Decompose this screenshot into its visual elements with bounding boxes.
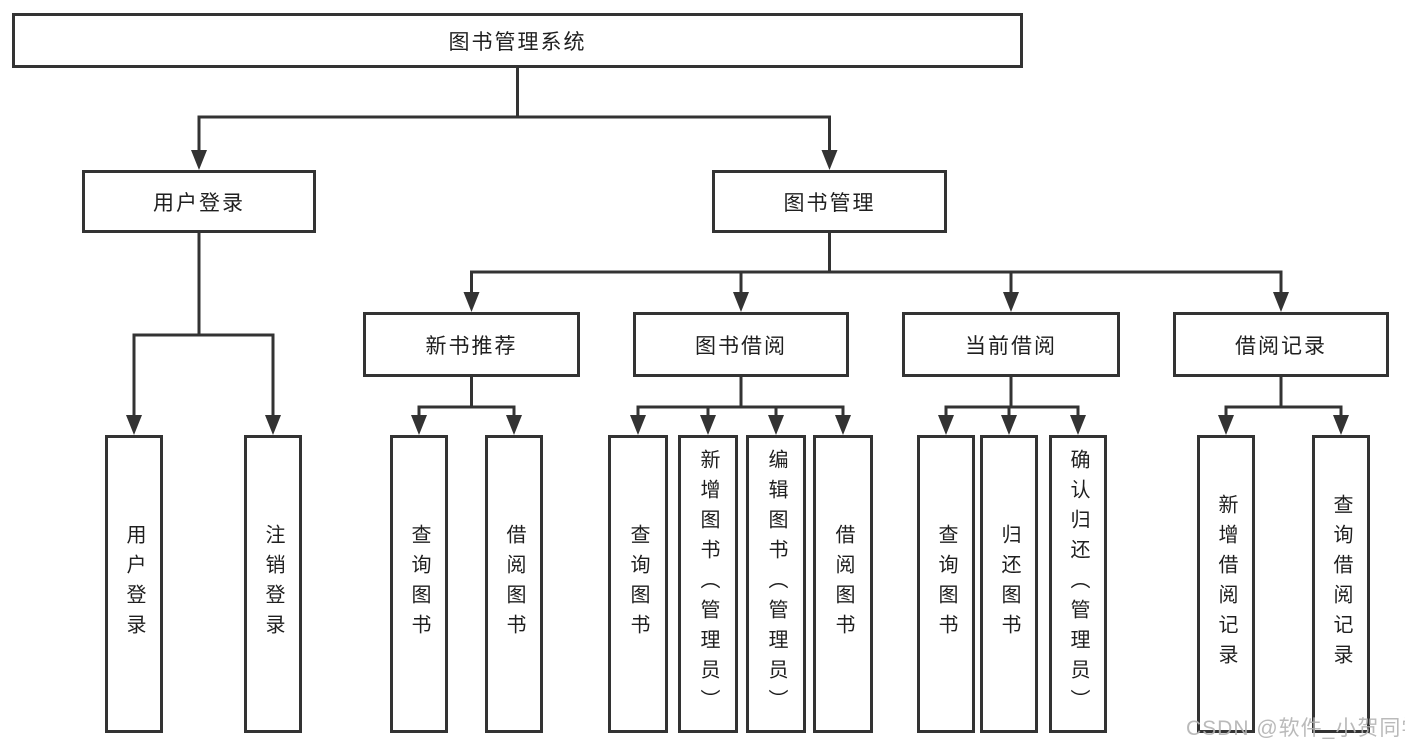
node-add-book: 新增图书（管理员） bbox=[678, 435, 738, 733]
node-current-borrow: 当前借阅 bbox=[902, 312, 1120, 377]
node-confirm-return: 确认归还（管理员） bbox=[1049, 435, 1107, 733]
node-book-borrow: 图书借阅 bbox=[633, 312, 849, 377]
node-query-book-1: 查询图书 bbox=[390, 435, 448, 733]
node-user-login: 用户登录 bbox=[82, 170, 316, 233]
node-edit-book: 编辑图书（管理员） bbox=[746, 435, 806, 733]
node-query-borrow-record: 查询借阅记录 bbox=[1312, 435, 1370, 733]
node-borrow-record: 借阅记录 bbox=[1173, 312, 1389, 377]
node-logout-v: 注销登录 bbox=[244, 435, 302, 733]
arrowhead bbox=[411, 415, 427, 435]
arrowhead bbox=[1218, 415, 1234, 435]
watermark: CSDN @软件_小贺同学 bbox=[1186, 717, 1405, 740]
arrowhead bbox=[191, 150, 207, 170]
node-label: 查询图书 bbox=[935, 524, 957, 644]
arrowhead bbox=[463, 292, 480, 312]
node-query-book-2: 查询图书 bbox=[608, 435, 668, 733]
arrowhead bbox=[733, 292, 749, 312]
arrowhead bbox=[1003, 292, 1019, 312]
node-return-book: 归还图书 bbox=[980, 435, 1038, 733]
node-label: 当前借阅 bbox=[965, 334, 1057, 358]
node-label: 新增图书（管理员） bbox=[697, 449, 719, 719]
node-label: 编辑图书（管理员） bbox=[765, 449, 787, 719]
node-label: 查询图书 bbox=[408, 524, 430, 644]
node-label: 用户登录 bbox=[123, 524, 145, 644]
node-new-book-rec: 新书推荐 bbox=[363, 312, 580, 377]
arrowhead bbox=[938, 415, 954, 435]
node-login-v: 用户登录 bbox=[105, 435, 163, 733]
node-label: 借阅图书 bbox=[503, 524, 525, 644]
node-label: 图书借阅 bbox=[695, 334, 787, 358]
node-label: 查询图书 bbox=[627, 524, 649, 644]
node-label: 归还图书 bbox=[998, 524, 1020, 644]
arrowhead bbox=[126, 415, 142, 435]
arrowhead bbox=[700, 415, 716, 435]
arrowhead bbox=[1070, 415, 1086, 435]
node-label: 确认归还（管理员） bbox=[1067, 449, 1089, 719]
node-add-borrow-record: 新增借阅记录 bbox=[1197, 435, 1255, 733]
arrowhead bbox=[1333, 415, 1349, 435]
node-label: 图书管理系统 bbox=[448, 30, 587, 54]
arrowhead bbox=[768, 415, 784, 435]
arrowhead bbox=[506, 415, 522, 435]
node-label: 借阅图书 bbox=[832, 524, 854, 644]
node-label: 图书管理 bbox=[783, 191, 876, 215]
node-book-mgmt: 图书管理 bbox=[712, 170, 947, 233]
arrowhead bbox=[835, 415, 851, 435]
node-label: 借阅记录 bbox=[1235, 334, 1327, 358]
arrowhead bbox=[630, 415, 646, 435]
arrowhead bbox=[265, 415, 281, 435]
node-label: 新书推荐 bbox=[425, 334, 518, 358]
node-label: 查询借阅记录 bbox=[1330, 494, 1352, 674]
node-borrow-book-2: 借阅图书 bbox=[813, 435, 873, 733]
arrowhead bbox=[1001, 415, 1017, 435]
node-query-book-3: 查询图书 bbox=[917, 435, 975, 733]
node-label: 用户登录 bbox=[153, 191, 245, 215]
arrowhead bbox=[1273, 292, 1289, 312]
node-label: 新增借阅记录 bbox=[1215, 494, 1237, 674]
node-title: 图书管理系统 bbox=[12, 13, 1023, 68]
node-label: 注销登录 bbox=[262, 524, 284, 644]
node-borrow-book-1: 借阅图书 bbox=[485, 435, 543, 733]
arrowhead bbox=[821, 150, 838, 170]
